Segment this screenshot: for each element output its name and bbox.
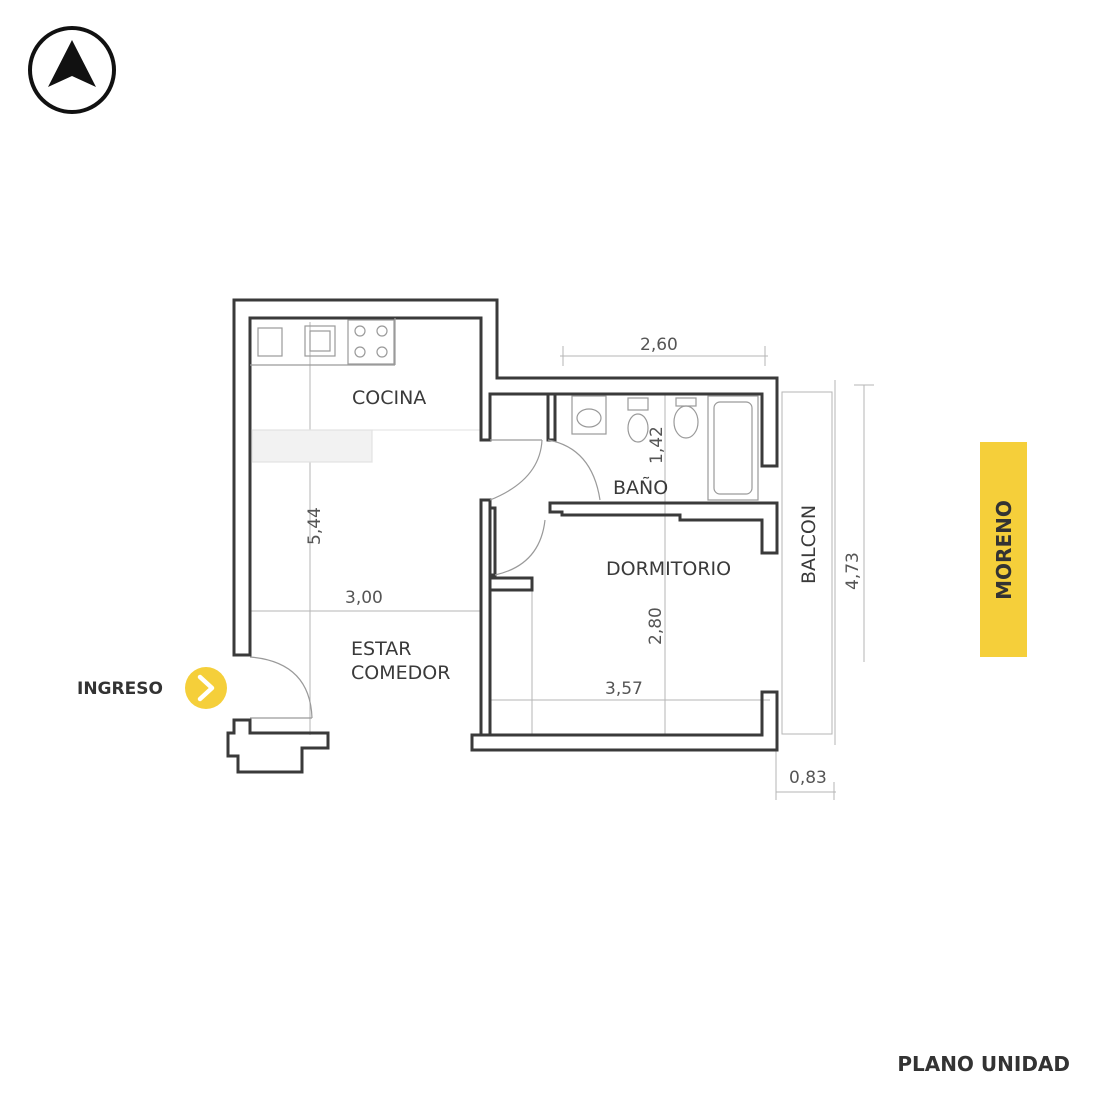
- dimension-total-height: 4,73: [843, 552, 863, 590]
- room-label-cocina: COCINA: [352, 387, 426, 409]
- dimension-bedroom-width: 3,57: [605, 679, 643, 699]
- room-label-balcon: BALCON: [798, 505, 820, 584]
- street-label: MORENO: [992, 500, 1016, 600]
- dimension-kitchen-height: 5,44: [305, 507, 325, 545]
- room-label-dormitorio: DORMITORIO: [606, 558, 731, 580]
- entrance-label: INGRESO: [77, 679, 163, 699]
- kitchen-fixtures: [250, 318, 396, 463]
- dimension-living-width: 3,00: [345, 588, 383, 608]
- room-label-bano: BAÑO: [613, 476, 668, 499]
- street-tag: MORENO: [980, 442, 1027, 657]
- dimension-bedroom-depth: 2,80: [646, 607, 666, 645]
- doors: [249, 439, 601, 719]
- bathroom-fixtures: [571, 395, 759, 501]
- chevron-right-icon: [185, 667, 227, 709]
- plan-title: PLANO UNIDAD: [897, 1052, 1070, 1076]
- entrance-marker: INGRESO: [77, 667, 227, 709]
- room-label-estar: ESTAR: [351, 638, 411, 660]
- dimension-bano-depth: 1,42: [647, 426, 667, 464]
- dimension-balcon-width: 0,83: [789, 768, 827, 788]
- north-arrow-icon: [28, 26, 116, 114]
- dimension-bano-width: 2,60: [640, 335, 678, 355]
- room-label-comedor: COMEDOR: [351, 662, 450, 684]
- walls: [226, 298, 779, 774]
